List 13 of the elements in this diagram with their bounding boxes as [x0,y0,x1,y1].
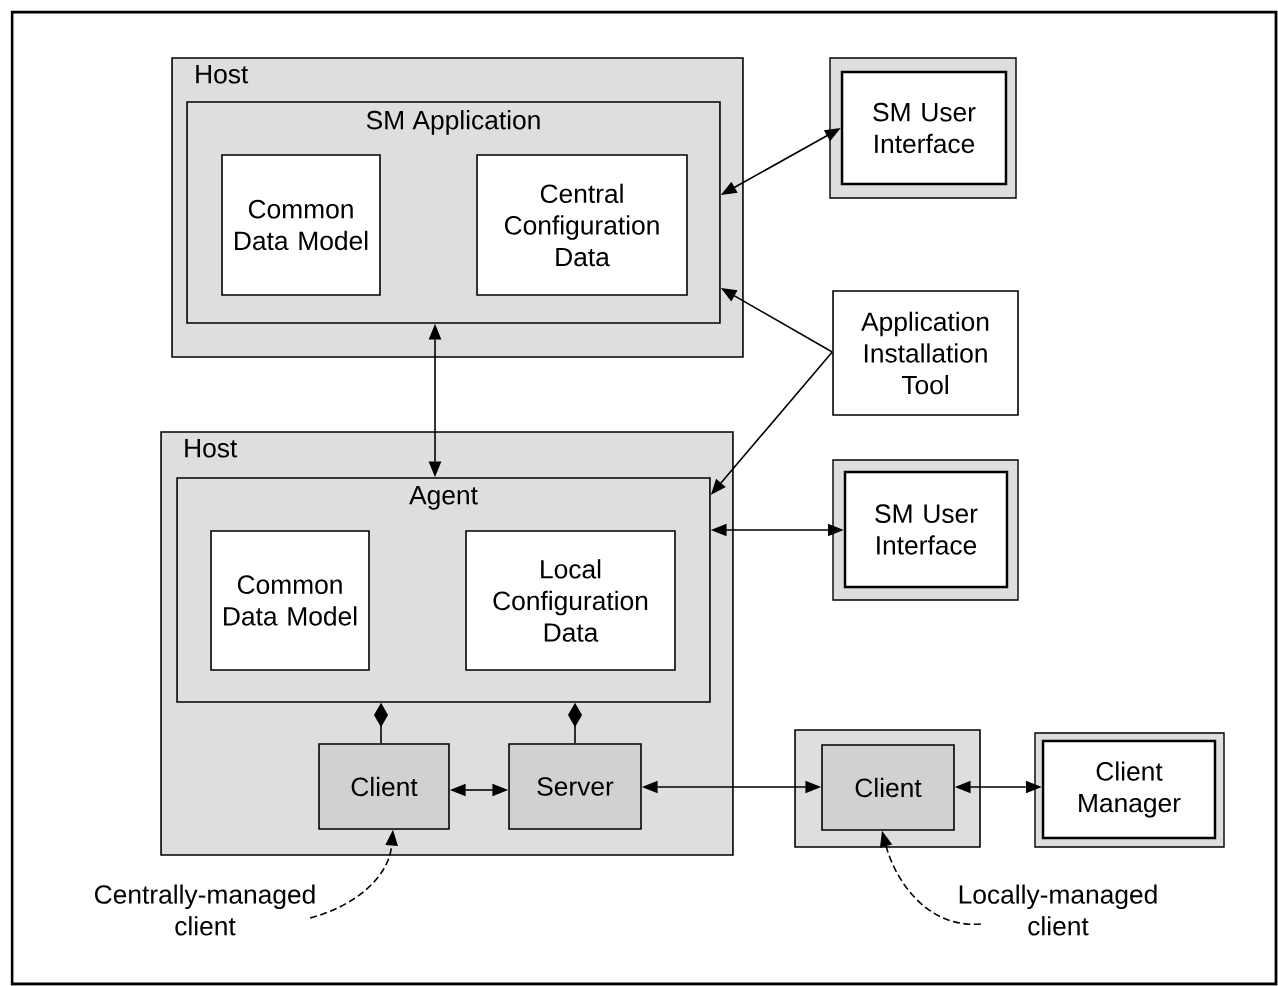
process-box: Application Installation Tool [832,290,1019,416]
interface-box: SM User Interface [832,459,1019,601]
process-box: Common Data Model [210,530,370,671]
process-box: Common Data Model [221,154,381,296]
interface-box: Client Manager [1034,732,1225,848]
process-box: Central Configuration Data [476,154,688,296]
interface-box: SM User Interface [829,57,1017,199]
callout-text: Centrally-managed client [95,884,315,936]
callout-text: Locally-managed client [959,884,1157,936]
process-box: Local Configuration Data [465,530,676,671]
process-box: Server [508,743,642,830]
process-box: Client [821,744,955,831]
process-box: Client [318,743,450,830]
